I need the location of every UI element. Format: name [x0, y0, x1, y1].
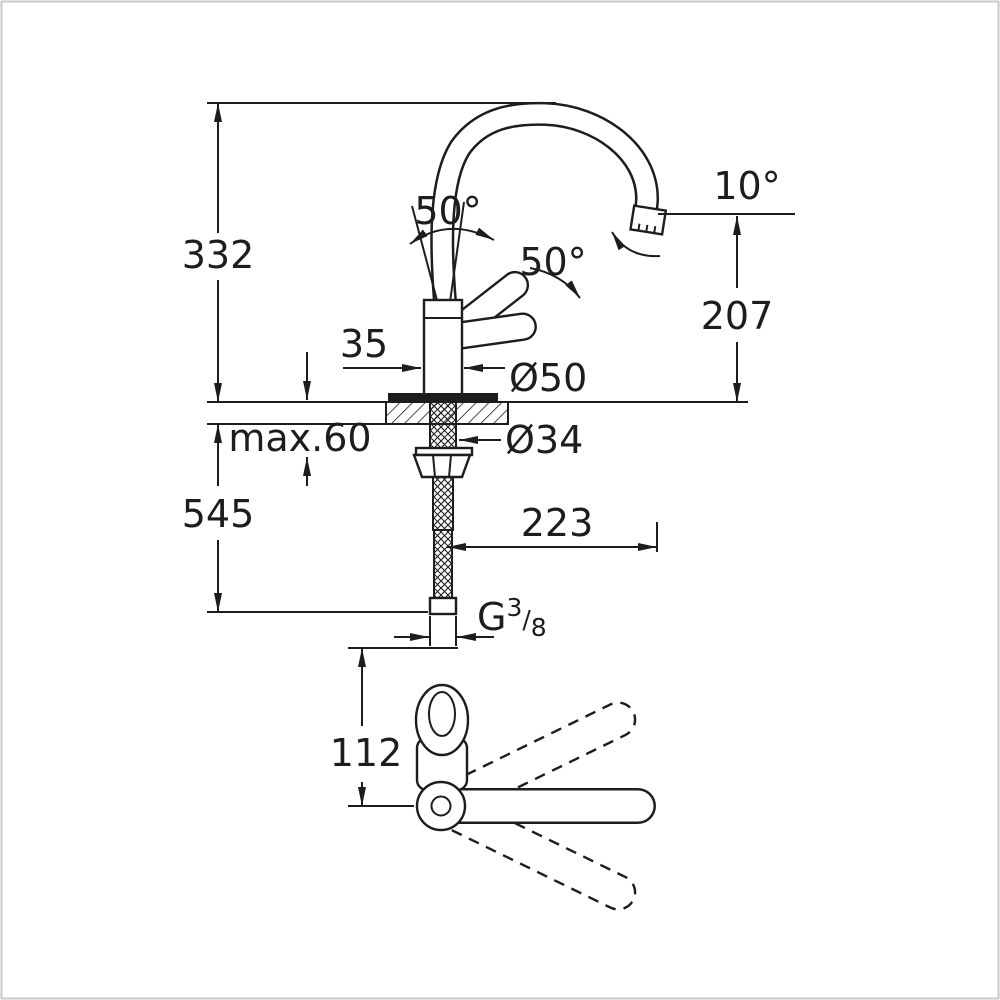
aerator-line: [637, 223, 641, 230]
topview-lever-inner-line: [428, 691, 456, 737]
thread-letter: G: [477, 595, 506, 639]
threaded-rod: [432, 476, 454, 531]
aerator-lines: [637, 223, 657, 233]
base-plate: [388, 393, 498, 403]
dim-label-d34: Ø34: [505, 418, 583, 462]
swivel-base-inner-circle: [430, 795, 452, 817]
dim-label-50deg-left: 50°: [414, 189, 481, 233]
nut-facet-line: [448, 454, 452, 478]
topview-lever: [414, 683, 470, 757]
nut-facet-line: [432, 454, 436, 478]
thread-numerator: 3: [506, 593, 522, 622]
spout-arc-fill: [432, 104, 657, 303]
lever-angle-arc-right: [529, 267, 581, 299]
faucet-body: [422, 298, 464, 402]
lever-travel-line-right: [449, 201, 465, 303]
dim-label-112: 112: [330, 731, 403, 775]
dim-label-35: 35: [340, 322, 388, 366]
thread-slash: /: [522, 605, 531, 634]
mounting-shank: [429, 401, 457, 449]
dim-label-max60: max.60: [228, 416, 371, 460]
dim-label-d50: Ø50: [509, 356, 587, 400]
dim-label-545: 545: [182, 492, 255, 536]
spout-angle-arc: [611, 231, 661, 258]
dim-label-332: 332: [182, 233, 255, 277]
swivel-base-circle: [415, 780, 467, 832]
dim-label-50deg-right: 50°: [519, 240, 586, 284]
dim-label-g38: G3/8: [477, 593, 547, 642]
mounting-nut: [412, 453, 472, 479]
dim-label-223: 223: [521, 501, 594, 545]
hose-fitting: [428, 596, 458, 616]
lever-angle-arc-left: [409, 227, 495, 245]
dim-label-10deg: 10°: [713, 164, 780, 208]
spout-outlet: [629, 204, 668, 236]
thread-denominator: 8: [531, 613, 547, 642]
supply-hose: [433, 529, 453, 599]
dim-label-207: 207: [701, 294, 774, 338]
aerator-line: [653, 226, 657, 233]
spout-outlet-body: [629, 204, 668, 236]
aerator-line: [645, 224, 649, 232]
lever-travel-line-left: [411, 205, 439, 305]
